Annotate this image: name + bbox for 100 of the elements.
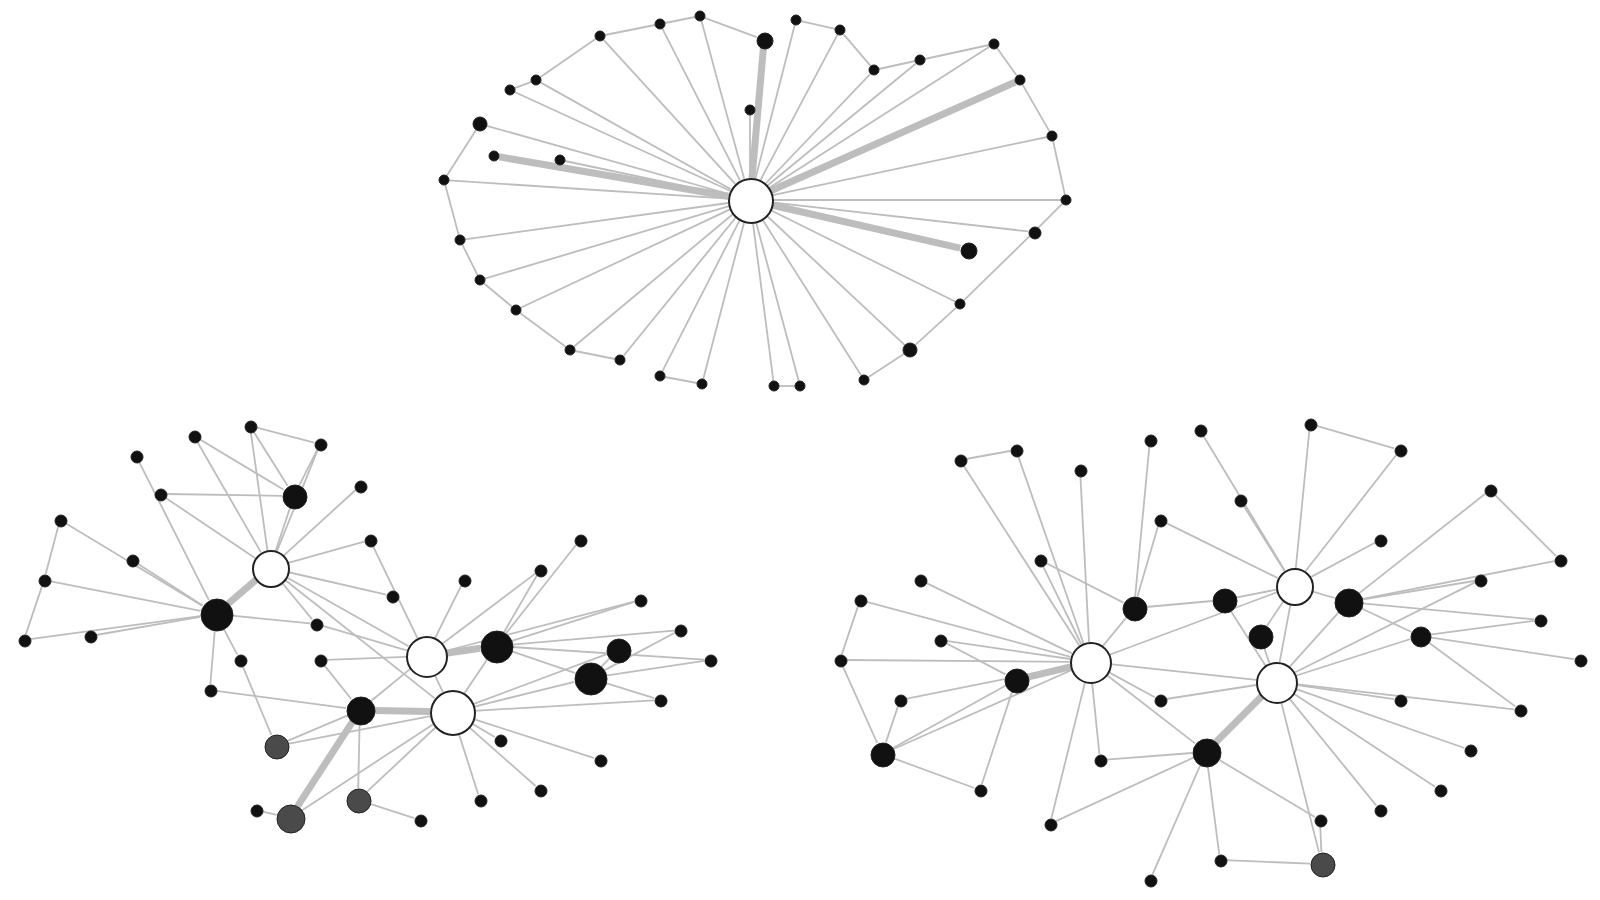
connection-line [1263, 646, 1271, 665]
connection-line [1134, 445, 1151, 597]
connection-line [1265, 599, 1285, 627]
connection-line [1044, 561, 1125, 604]
connection-line [1287, 696, 1378, 807]
network-node [1213, 853, 1227, 867]
network-node [902, 342, 918, 358]
connection-line [604, 659, 705, 677]
connection-line [965, 450, 1011, 460]
network-node [834, 24, 846, 36]
network-node [309, 617, 323, 631]
connection-line [510, 600, 636, 643]
network-node [457, 573, 471, 587]
connection-line [1213, 693, 1265, 745]
network-node [1393, 443, 1407, 457]
connection-line [1427, 641, 1517, 708]
connection-line [622, 216, 738, 358]
network-node [1143, 873, 1157, 887]
connection-line [473, 699, 655, 712]
network-node [251, 549, 289, 587]
connection-line [357, 723, 361, 789]
network-node [953, 453, 967, 467]
connection-line [441, 572, 537, 645]
network-node [933, 633, 947, 647]
connection-line [892, 669, 1073, 751]
connection-line [1217, 758, 1316, 818]
connection-line [215, 689, 348, 710]
connection-line [1017, 454, 1085, 645]
connection-line [222, 627, 239, 656]
connection-line [1164, 521, 1279, 579]
connection-line [923, 44, 991, 60]
connection-line [1052, 139, 1066, 197]
network-node [893, 693, 907, 707]
connection-line [748, 47, 767, 179]
network-node [504, 84, 516, 96]
network-node [1247, 623, 1273, 649]
connection-line [1304, 453, 1398, 573]
connection-line [664, 376, 698, 384]
connection-line [944, 641, 1007, 676]
connection-line [1319, 825, 1323, 853]
network-node [125, 553, 139, 567]
connection-line [444, 183, 460, 237]
connection-line [368, 802, 416, 820]
connection-line [320, 624, 408, 652]
connection-line [1021, 83, 1051, 133]
connection-line [505, 543, 578, 635]
network-node [1573, 653, 1587, 667]
network-node [653, 693, 667, 707]
network-node [1143, 433, 1157, 447]
network-node [594, 30, 606, 42]
connection-line [799, 20, 837, 30]
network-node [474, 274, 486, 286]
network-node [249, 803, 263, 817]
network-node [633, 593, 647, 607]
network-node [129, 449, 143, 463]
connection-line [294, 719, 356, 809]
connection-line [1054, 756, 1195, 823]
network-node [1073, 463, 1087, 477]
network-node [1093, 753, 1107, 767]
network-node [275, 803, 305, 833]
connection-line [64, 522, 204, 607]
network-node [1027, 225, 1041, 239]
connection-line [1294, 429, 1311, 569]
connection-line [445, 644, 481, 657]
connection-line [48, 580, 202, 612]
network-node [1483, 483, 1497, 497]
connection-line [841, 664, 879, 744]
connection-line [996, 47, 1018, 77]
connection-line [464, 202, 730, 241]
connection-line [433, 673, 444, 693]
network-node [1333, 587, 1363, 617]
network-node [1211, 587, 1237, 613]
connection-line [754, 220, 800, 383]
network-node [53, 513, 67, 527]
network-node [959, 241, 977, 259]
connection-line [1291, 692, 1436, 788]
connection-line [165, 493, 283, 497]
connection-line [1041, 564, 1083, 645]
connection-line [483, 205, 730, 280]
network-node [1153, 693, 1167, 707]
connection-line [444, 600, 636, 652]
connection-line [286, 540, 366, 565]
connection-line [209, 629, 216, 685]
connection-line [1493, 493, 1557, 557]
connection-line [1360, 580, 1475, 601]
connection-line [768, 208, 957, 303]
network-node [429, 689, 475, 735]
connection-line [457, 732, 480, 796]
network-node [1463, 743, 1477, 757]
connection-line [95, 615, 202, 636]
connection-line [768, 78, 1017, 195]
connection-line [1360, 560, 1556, 601]
connection-line [539, 81, 732, 191]
network-node [913, 573, 927, 587]
connection-line [914, 306, 958, 347]
network-node [1043, 817, 1057, 831]
connection-line [274, 506, 292, 552]
connection-line [771, 199, 1062, 201]
network-node [37, 573, 51, 587]
connection-line [283, 578, 436, 700]
